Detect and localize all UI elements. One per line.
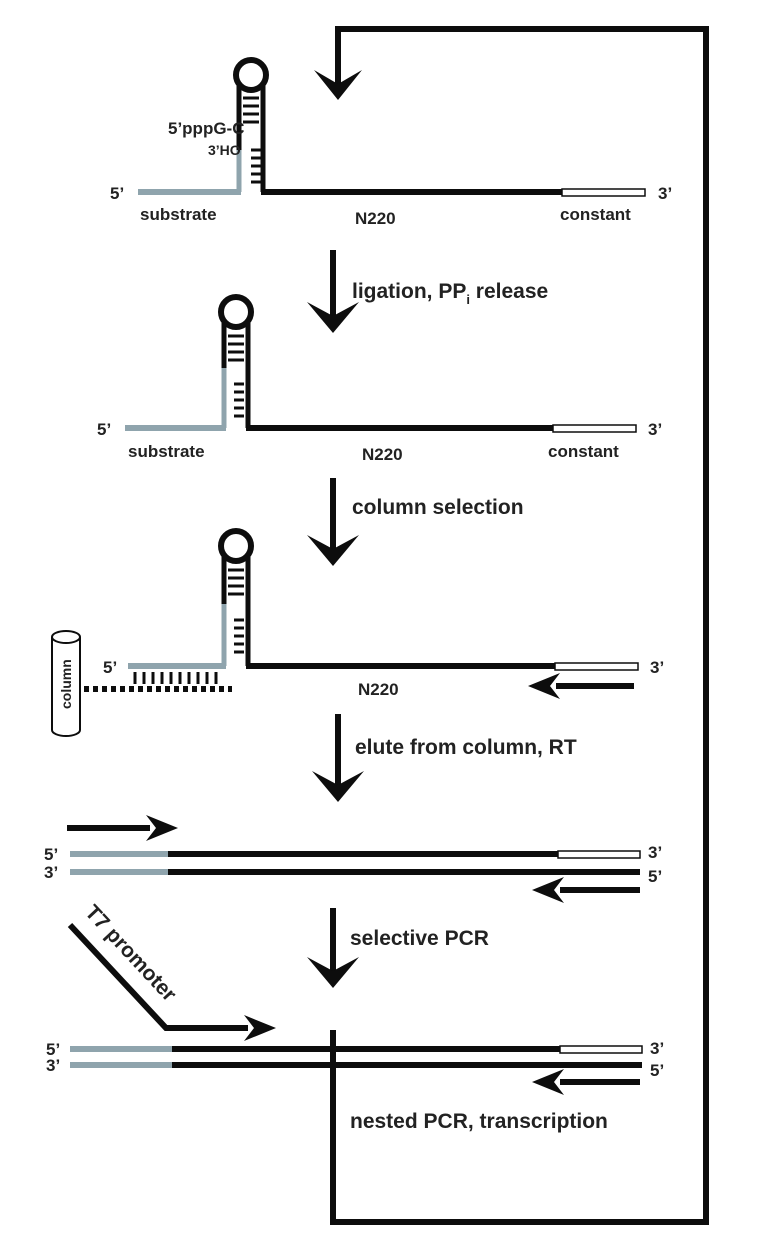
column-selection-label: column selection bbox=[352, 496, 524, 519]
three-prime-label: 3’ bbox=[44, 863, 58, 882]
three-prime-label: 3’ bbox=[46, 1056, 60, 1075]
constant-label: constant bbox=[548, 442, 619, 461]
column-icon: column bbox=[51, 630, 81, 737]
five-prime-label: 5’ bbox=[103, 658, 117, 677]
n220-label: N220 bbox=[358, 680, 399, 699]
five-prime-label: 5’ bbox=[97, 420, 111, 439]
feedback-loop bbox=[314, 26, 709, 1225]
ligation-label: ligation, PPi release bbox=[352, 280, 548, 307]
constant-region bbox=[552, 424, 637, 433]
constant-label: constant bbox=[560, 205, 631, 224]
arrow-selective-pcr: selective PCR bbox=[307, 908, 489, 988]
constant-region bbox=[561, 188, 646, 197]
five-prime-label: 5’ bbox=[650, 1061, 664, 1080]
hydroxyl-label: 3’HO bbox=[208, 142, 241, 158]
triphosphate-label: 5’pppG-C bbox=[168, 119, 245, 138]
nested-pcr-label: nested PCR, transcription bbox=[350, 1110, 608, 1133]
constant-region bbox=[559, 1045, 643, 1054]
constant-region bbox=[554, 662, 639, 671]
five-prime-label: 5’ bbox=[44, 845, 58, 864]
five-prime-label: 5’ bbox=[46, 1040, 60, 1059]
three-prime-label: 3’ bbox=[650, 658, 664, 677]
step1-construct: 5’pppG-C 3’HO 5’ 3’ substrate N220 const… bbox=[110, 57, 672, 228]
step3-construct: column 5’ 3’ N220 bbox=[51, 528, 664, 737]
selective-pcr-label: selective PCR bbox=[350, 927, 489, 950]
three-prime-label: 3’ bbox=[648, 420, 662, 439]
five-prime-label: 5’ bbox=[110, 184, 124, 203]
step2-construct: 5’ 3’ substrate N220 constant bbox=[97, 294, 662, 464]
elute-label: elute from column, RT bbox=[355, 736, 577, 759]
column-label: column bbox=[58, 659, 74, 709]
arrow-elute: elute from column, RT bbox=[312, 714, 577, 802]
substrate-label: substrate bbox=[140, 205, 217, 224]
three-prime-label: 3’ bbox=[650, 1039, 664, 1058]
arrow-column-selection: column selection bbox=[307, 478, 524, 566]
constant-region bbox=[557, 850, 641, 859]
three-prime-label: 3’ bbox=[648, 843, 662, 862]
step4-duplex: 5’ 3’ 3’ 5’ bbox=[44, 815, 662, 903]
three-prime-label: 3’ bbox=[658, 184, 672, 203]
five-prime-label: 5’ bbox=[648, 867, 662, 886]
substrate-label: substrate bbox=[128, 442, 205, 461]
arrow-ligation: ligation, PPi release bbox=[307, 250, 548, 333]
n220-label: N220 bbox=[355, 209, 396, 228]
n220-label: N220 bbox=[362, 445, 403, 464]
